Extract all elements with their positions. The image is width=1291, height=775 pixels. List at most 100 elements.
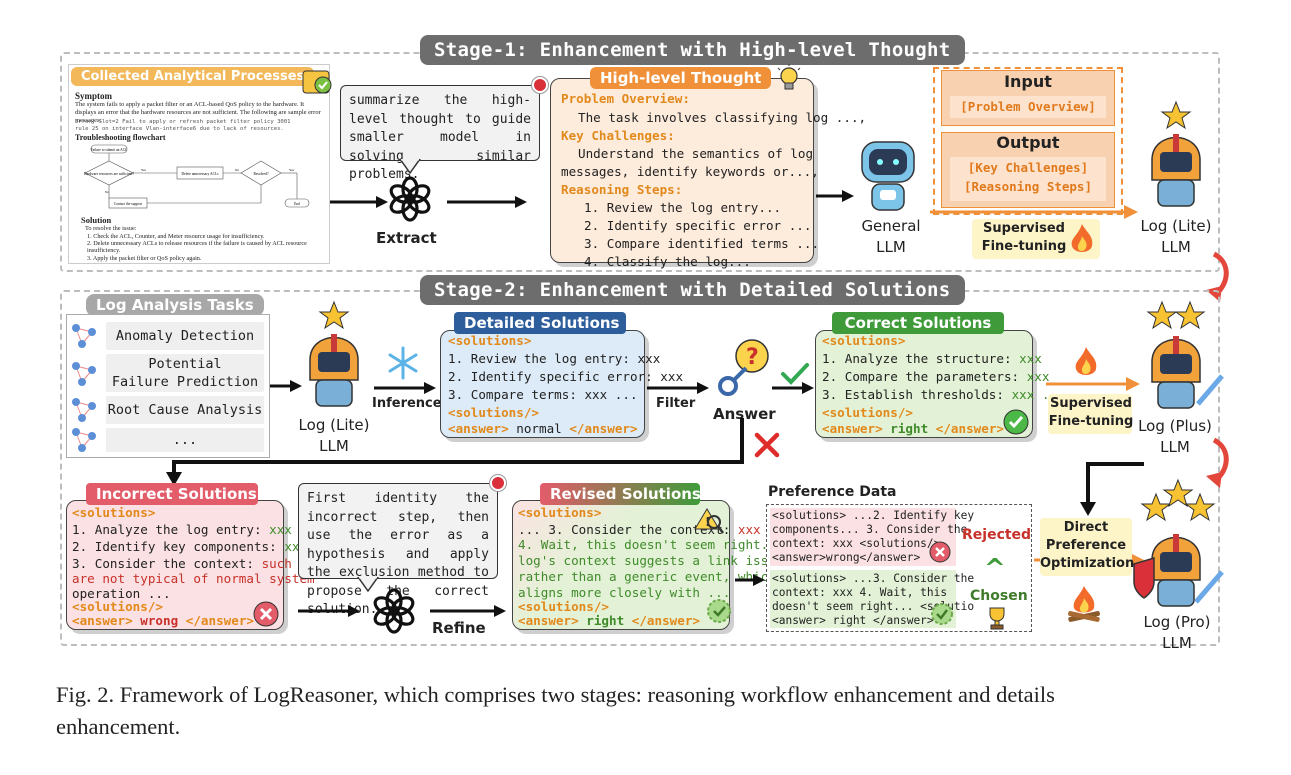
sft-label-stage2-2: Fine-tuning [1046, 414, 1136, 429]
flowchart-edge-label: Yes [289, 168, 295, 172]
incorrect-line-1-text: 1. Analyze the log entry: [72, 522, 269, 537]
reasoning-step-1: 1. Review the log entry... [584, 199, 781, 218]
symptom-title: Symptom [75, 91, 112, 101]
chosen-label: Chosen [970, 588, 1028, 604]
correct-answer: <answer> right </answer> [822, 420, 1004, 439]
pro-llm-knight-icon [1130, 478, 1226, 618]
key-challenges-line-1: Understand the semantics of log [578, 145, 813, 164]
flowchart-node-label: Delete unnecessary ACLs [181, 172, 219, 176]
figure-caption-line-1: Fig. 2. Framework of LogReasoner, which … [56, 682, 1055, 708]
plus-llm-knight-icon [1142, 300, 1226, 416]
rejected-line-2: components... 3. Consider the [772, 522, 967, 537]
flowchart-edge-label: No [105, 190, 109, 194]
general-llm-label-1: General [858, 216, 924, 236]
solution-title: Solution [81, 215, 111, 225]
flowchart-node-label: Resolved? [254, 172, 269, 176]
network-icon-2 [70, 360, 98, 392]
lite-llm-label-1: Log (Lite) [1134, 216, 1218, 236]
trophy-icon [986, 606, 1008, 634]
output-item-1: [Key Challenges] [950, 160, 1106, 175]
sft-label-stage1-1: Supervised [976, 221, 1072, 236]
lightbulb-icon [776, 64, 802, 98]
stage2-title: Stage-2: Enhancement with Detailed Solut… [420, 275, 965, 305]
detailed-line-1: 1. Review the log entry: xxx [448, 350, 660, 369]
key-question-icon: ? [712, 330, 776, 406]
openai-logo-refine-icon [370, 587, 418, 639]
correct-answer-value: right [883, 421, 936, 436]
lite-llm-knight-stage2-icon [300, 300, 368, 414]
revised-open-tag: <solutions> [518, 504, 601, 523]
general-llm-robot-icon [858, 138, 918, 218]
rejected-line-1: <solutions> ...2. Identify key [772, 508, 974, 523]
arrow-filter [647, 378, 711, 398]
correct-line-2-text: 2. Compare the parameters: [822, 369, 1027, 384]
correct-line-1: 1. Analyze the structure: xxx [822, 350, 1042, 369]
notification-dot-2-icon [490, 475, 506, 491]
task-failure-prediction: Potential Failure Prediction [106, 354, 264, 392]
incorrect-line-2: 2. Identify key components: xxx [72, 538, 307, 557]
incorrect-open-tag: <solutions> [72, 504, 155, 523]
arrow-sft-stage2 [1046, 374, 1142, 394]
chosen-badge-icon [930, 602, 954, 630]
incorrect-answer: <answer> wrong </answer> [72, 612, 254, 631]
correct-line-1-text: 1. Analyze the structure: [822, 351, 1019, 366]
solution-step-2: 2. Delete unnecessary ACLs to release re… [87, 240, 323, 254]
reasoning-steps-label: Reasoning Steps: [561, 181, 682, 200]
revised-answer-close: </answer> [632, 613, 700, 628]
incorrect-solutions-title: Incorrect Solutions [86, 483, 258, 505]
approved-badge-icon [706, 598, 732, 628]
pro-llm-label-2: LLM [1132, 633, 1222, 653]
sft-label-stage1-2: Fine-tuning [976, 239, 1072, 254]
dpo-label-3: Optimization [1040, 556, 1132, 571]
incorrect-line-1: 1. Analyze the log entry: xxx [72, 521, 292, 540]
plus-llm-label-1: Log (Plus) [1130, 416, 1220, 436]
cross-badge-icon [252, 600, 280, 632]
preference-title: Preference Data [768, 484, 897, 500]
flowchart-node-label: Hardware resources are sufficient? [84, 172, 134, 176]
correct-line-1-val: xxx [1019, 351, 1042, 366]
arrow-to-extract [330, 192, 390, 212]
refine-label: Refine [432, 619, 486, 637]
arrow-to-incorrect [160, 418, 760, 488]
correct-line-3-text: 3. Establish thresholds: [822, 387, 1012, 402]
correct-open-tag: <solutions> [822, 332, 905, 351]
sft-label-stage2-1: Supervised [1046, 396, 1136, 411]
rejected-badge-icon [928, 540, 952, 568]
reasoning-step-4: 4. Classify the log... [584, 253, 751, 272]
rejected-label: Rejected [962, 527, 1031, 543]
problem-overview-label: Problem Overview: [561, 90, 690, 109]
chosen-line-4: <answer> right </answer> [772, 613, 934, 628]
collected-panel: Collected Analytical Processes Symptom T… [68, 64, 330, 264]
bubble-tail [398, 159, 422, 175]
solution-step-3: 3. Apply the packet filter or QoS policy… [87, 255, 201, 262]
error-line2: rule 25 on interface Vlan-interface6 due… [75, 126, 284, 132]
correct-answer-open: <answer> [822, 421, 883, 436]
warning-magnifier-icon: ! [694, 506, 724, 540]
flowchart-title: Troubleshooting flowchart [75, 133, 166, 142]
flowchart-edge-label: No [235, 168, 239, 172]
incorrect-line-1-val: xxx [269, 522, 292, 537]
reasoning-step-3: 3. Compare identified terms ... [584, 235, 819, 254]
figure-caption-line-2: enhancement. [56, 714, 180, 740]
arrow-to-refine [298, 601, 362, 621]
rejected-line-3: context: xxx <solutions/> [772, 536, 940, 551]
input-title: Input [941, 72, 1115, 91]
solution-intro: To resolve the issue: [85, 225, 137, 232]
arrow-inference [374, 378, 438, 398]
summarize-bubble: summarize the high-level thought to guid… [340, 85, 540, 161]
revised-solutions-title: Revised Solutions [540, 483, 700, 505]
tasks-title: Log Analysis Tasks [86, 294, 264, 316]
arrow-to-general-llm [816, 186, 856, 206]
general-llm-label-2: LLM [858, 237, 924, 257]
arrow-to-revised [430, 601, 510, 621]
error-line1: Error: Slot=2 Fail to apply or refresh p… [75, 119, 291, 125]
svg-text:?: ? [746, 345, 759, 370]
key-challenges-line-2: messages, identify keywords or..., [561, 163, 819, 182]
arrow-to-correct [772, 378, 816, 398]
refine-bubble: First identity the incorrect step, then … [298, 483, 498, 579]
correct-line-2: 2. Compare the parameters: xxx [822, 368, 1049, 387]
arrow-to-thought [447, 192, 529, 212]
stage1-title: Stage-1: Enhancement with High-level Tho… [420, 35, 965, 65]
inference-label: Inference [372, 396, 442, 411]
incorrect-answer-open: <answer> [72, 613, 133, 628]
